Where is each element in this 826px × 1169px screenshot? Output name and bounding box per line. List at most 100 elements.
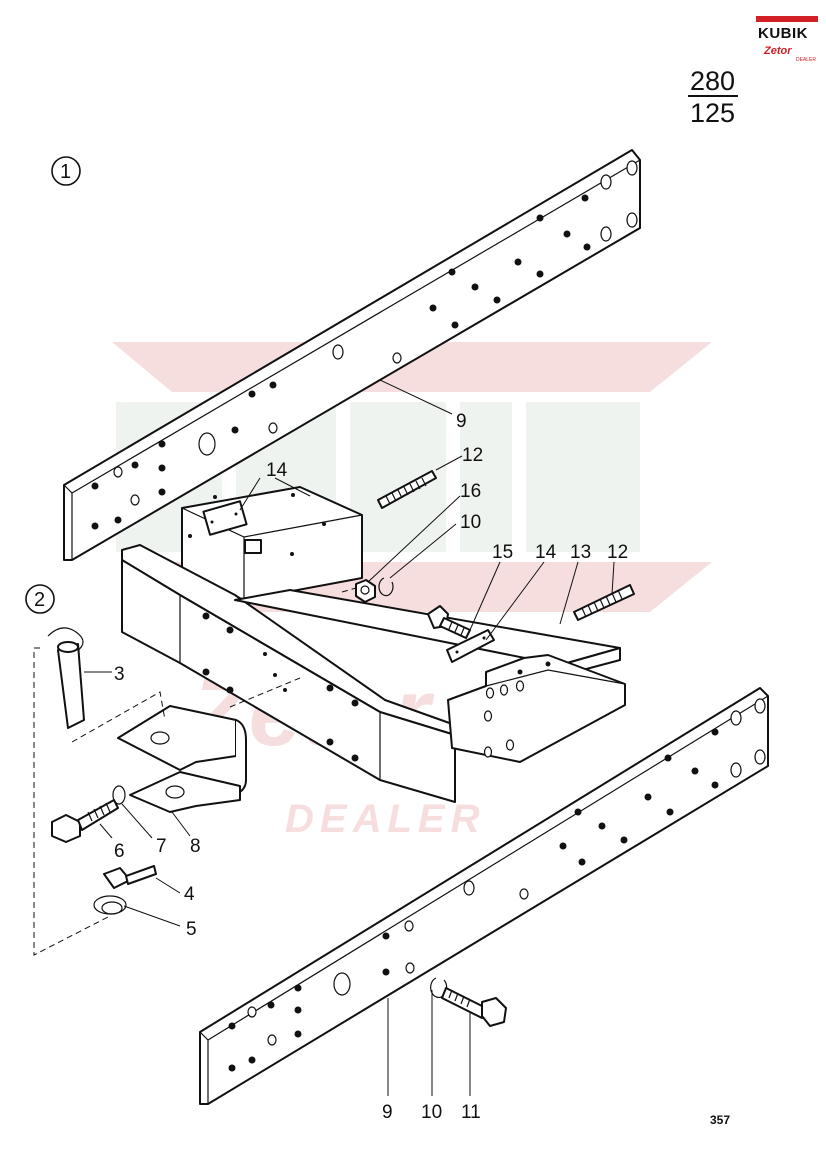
bolt-part11: [441, 987, 507, 1027]
stud-right-thread: [581, 589, 623, 618]
washer-lower-ring: [430, 977, 448, 999]
callout-13: 13: [570, 542, 591, 563]
bumper-front-face: [121, 559, 456, 803]
watermark-dealer: DEALER: [285, 797, 485, 841]
watermark-letter-b: [350, 402, 446, 552]
callout-10-bottom: 10: [421, 1102, 442, 1123]
right-bracket: [447, 654, 626, 763]
callout-8: 8: [190, 836, 201, 857]
plate-part14-right: [446, 629, 495, 663]
plate-14-right-body: [446, 629, 495, 663]
variant-marker-1: 1: [51, 156, 81, 186]
hitch-pin-part3: [47, 627, 85, 729]
leader-8: [171, 811, 191, 837]
clip-part5: [93, 895, 127, 915]
front-bumper-assembly: [121, 486, 626, 803]
leader-13: [559, 561, 579, 625]
callout-14-right: 14: [535, 542, 557, 563]
bolt-6-thread: [87, 802, 111, 822]
dashed-line-left: [33, 647, 109, 956]
bolt-6-shank: [77, 799, 119, 831]
right-bracket-holes: [483, 661, 551, 758]
hitch-jaw-part8: [117, 705, 247, 813]
leader-6: [99, 823, 113, 839]
variant-1-circle: [51, 156, 81, 186]
dashed-line-upper: [71, 691, 166, 743]
washer-part10-upper: [378, 577, 394, 597]
callout-7: 7: [156, 836, 167, 857]
dashed-line-center: [229, 677, 301, 708]
pin-part4: [103, 865, 157, 889]
left-plate-part14: [202, 500, 248, 536]
right-bracket-edge: [485, 669, 626, 687]
stud-upper-thread: [385, 477, 427, 505]
stud-upper-part12: [377, 470, 437, 509]
washer-upper-ring: [378, 577, 394, 597]
bolt-part15: [427, 605, 471, 639]
clip-5-inner: [101, 901, 123, 915]
page-number: 357: [710, 1113, 730, 1127]
callout-14-top: 14: [266, 460, 288, 481]
lower-rail-face: [199, 687, 769, 1105]
upper-rail-holes: [91, 160, 638, 530]
brand-logo: KUBIK Zetor DEALER: [756, 16, 818, 63]
leader-5: [123, 905, 181, 927]
watermark-letter-k2: [526, 402, 640, 552]
stud-right-body: [573, 584, 635, 621]
leader-12-right: [611, 561, 615, 595]
bolt-11-shank: [441, 987, 487, 1019]
jaw-bend: [235, 719, 247, 795]
variant-2-circle: [25, 584, 55, 614]
nut-plate: [244, 539, 262, 554]
page-reference: 280 125: [688, 66, 738, 128]
variant-marker-2: 2: [25, 584, 55, 614]
callout-9-bottom: 9: [382, 1102, 393, 1123]
leader-15: [469, 561, 501, 631]
callout-3: 3: [114, 664, 125, 685]
bolt-part6: [51, 799, 119, 843]
washer-7-ring: [112, 785, 126, 805]
leader-14-right: [485, 561, 545, 641]
callout-12-top: 12: [462, 445, 483, 466]
bolt-15-thread: [448, 621, 465, 636]
variant-1-number: 1: [60, 161, 71, 183]
callout-4: 4: [184, 884, 195, 905]
callout-6: 6: [114, 841, 125, 862]
leader-4: [155, 877, 181, 894]
callout-12-right: 12: [607, 542, 628, 563]
callout-10-mid: 10: [460, 512, 481, 533]
callout-16: 16: [460, 481, 481, 502]
logo-top-bar: [756, 16, 818, 22]
logo-dealer-text: DEALER: [796, 57, 816, 63]
assembly-dashed-lines: [33, 587, 357, 956]
page-ref-numerator: 280: [690, 66, 735, 96]
leader-lines: [84, 379, 615, 1096]
stud-right-part12: [573, 584, 635, 621]
logo-sub-text: Zetor: [763, 45, 792, 57]
pin-head: [57, 641, 79, 653]
logo-brand-text: KUBIK: [758, 25, 808, 42]
upper-rail-face: [63, 149, 641, 561]
leader-12-top: [435, 455, 463, 471]
dashed-line-nut: [341, 587, 357, 593]
jaw-lower-plate: [129, 771, 241, 813]
washer-part7: [112, 785, 126, 805]
leader-16: [367, 495, 461, 583]
watermark-letter-i: [460, 402, 512, 552]
leader-9-top: [379, 379, 453, 415]
pin-body: [57, 643, 85, 729]
pin-ring: [47, 627, 84, 653]
leader-7: [121, 803, 153, 839]
nut-part16: [355, 579, 376, 603]
lower-frame-rail: [199, 687, 769, 1105]
jaw-upper-hole: [150, 731, 170, 745]
jaw-lower-hole: [165, 785, 185, 799]
bolt-11-head: [481, 997, 507, 1027]
leader-10-mid: [389, 523, 457, 579]
callout-11: 11: [461, 1102, 481, 1123]
bumper-holes: [202, 612, 359, 762]
lower-rail-holes: [228, 698, 766, 1072]
callout-labels: 9 12 14 16 10 15 14 13 12 3 6 7 8 4 5 9 …: [114, 411, 628, 1123]
bolt-11-thread: [448, 989, 471, 1008]
